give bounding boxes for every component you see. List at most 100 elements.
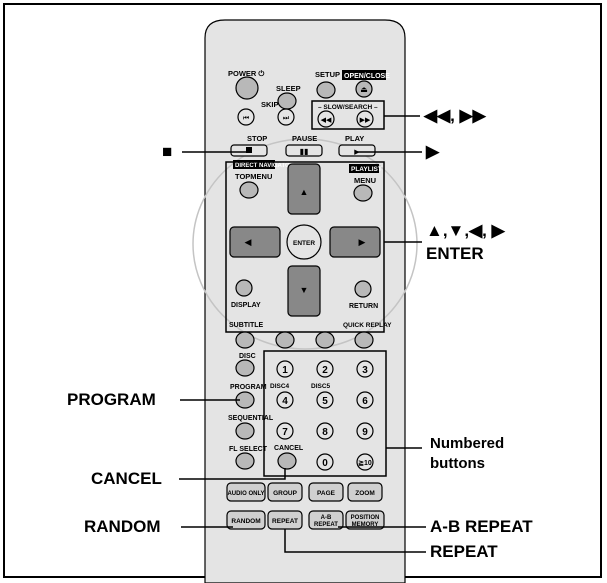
dpad-box — [225, 161, 385, 333]
search-forward-button[interactable] — [356, 110, 374, 128]
callout-arrows: ▲,▼,◀, ▶ — [426, 221, 505, 240]
power-label: POWER ⏻ — [228, 69, 265, 78]
setup-label: SETUP — [315, 70, 340, 79]
disc4-label: DISC4 — [270, 383, 290, 390]
callout-repeat: REPEAT — [430, 542, 498, 561]
down-arrow-icon: ▼ — [300, 285, 309, 295]
number-0-button[interactable] — [316, 453, 334, 471]
enter-button[interactable] — [286, 224, 322, 260]
ab-repeat-label-bottom: REPEAT — [314, 522, 338, 528]
page-label: PAGE — [317, 490, 336, 497]
audio-only-label: AUDIO ONLY — [227, 491, 264, 497]
open-close-button[interactable] — [355, 80, 373, 98]
group-label: GROUP — [273, 490, 298, 497]
right-arrow-icon: ▶ — [359, 237, 366, 247]
angle-button[interactable] — [315, 331, 335, 349]
sleep-label: SLEEP — [276, 84, 301, 93]
playlist-label: PLAYLIST — [351, 166, 382, 173]
display-label: DISPLAY — [231, 302, 261, 309]
topmenu-button[interactable] — [239, 181, 259, 199]
left-arrow-icon: ◀ — [245, 237, 252, 247]
disc-label: DISC — [239, 353, 256, 360]
program-label: PROGRAM — [230, 384, 267, 391]
audio-button[interactable] — [275, 331, 295, 349]
number-5-button[interactable] — [316, 391, 334, 409]
number-7-label: 7 — [282, 427, 288, 438]
fast-forward-icon: ▶▶ — [360, 117, 371, 124]
subtitle-button[interactable] — [235, 331, 255, 349]
playlist-label-bg — [349, 164, 379, 173]
sleep-button[interactable] — [277, 92, 297, 110]
position-memory-label-top: POSITION — [351, 515, 380, 521]
number-2-button[interactable] — [316, 360, 334, 378]
callout-skip-search: ◀◀, ▶▶ — [424, 106, 486, 125]
power-button[interactable] — [235, 76, 259, 100]
search-back-button[interactable] — [317, 110, 335, 128]
leader-lines — [179, 115, 426, 553]
skip-back-button[interactable] — [237, 108, 255, 126]
cancel-label: CANCEL — [274, 445, 304, 452]
up-arrow-icon: ▲ — [300, 187, 309, 197]
quick-replay-label: QUICK REPLAY — [343, 322, 392, 329]
number-6-button[interactable] — [356, 391, 374, 409]
open-close-label: OPEN/CLOSE — [344, 73, 390, 80]
menu-button[interactable] — [353, 184, 373, 202]
setup-button[interactable] — [316, 81, 336, 99]
right-button[interactable] — [329, 226, 381, 258]
cancel-button[interactable] — [277, 452, 297, 470]
group-button[interactable] — [267, 482, 303, 502]
left-button[interactable] — [229, 226, 281, 258]
callout-numbered: Numbered buttons — [430, 435, 505, 472]
enter-label: ENTER — [293, 240, 315, 247]
callout-ab-repeat: A-B REPEAT — [430, 517, 533, 536]
repeat-label: REPEAT — [272, 518, 298, 525]
number-3-button[interactable] — [356, 360, 374, 378]
callout-enter: ENTER — [426, 244, 484, 263]
up-button[interactable] — [287, 163, 321, 215]
callout-play: ▶ — [426, 142, 440, 161]
disc5-label: DISC5 — [311, 383, 331, 390]
leader-repeat — [284, 529, 426, 553]
number-1-button[interactable] — [276, 360, 294, 378]
slow-search-box — [311, 100, 385, 130]
disc-button[interactable] — [235, 359, 255, 377]
pause-label: PAUSE — [292, 134, 317, 143]
stop-label: STOP — [247, 134, 267, 143]
audio-only-button[interactable] — [226, 482, 266, 502]
quick-replay-button[interactable] — [354, 331, 374, 349]
callout-stop: ■ — [162, 142, 173, 161]
number-pad-box — [263, 350, 387, 477]
zoom-label: ZOOM — [355, 490, 375, 497]
direct-navigator-label: DIRECT NAVIGATOR — [235, 163, 295, 169]
number-4-label: 4 — [282, 396, 288, 407]
return-button[interactable] — [354, 280, 372, 298]
dpad-ring — [192, 138, 418, 350]
number-0-label: 0 — [322, 458, 328, 469]
skip-forward-icon: ⏭ — [283, 115, 290, 122]
subtitle-label: SUBTITLE — [229, 322, 264, 329]
random-button[interactable] — [226, 510, 266, 530]
sequential-button[interactable] — [235, 422, 255, 440]
pause-button[interactable] — [285, 144, 323, 157]
sequential-label: SEQUENTIAL — [228, 415, 274, 422]
slow-search-label: – SLOW/SEARCH – — [318, 104, 378, 111]
skip-label: SKIP — [261, 100, 279, 109]
page-button[interactable] — [308, 482, 344, 502]
play-label: PLAY — [345, 134, 364, 143]
number-10-button[interactable] — [356, 453, 374, 471]
ab-repeat-button[interactable] — [308, 510, 344, 530]
number-2-label: 2 — [322, 365, 328, 376]
zoom-button[interactable] — [347, 482, 383, 502]
number-9-button[interactable] — [356, 422, 374, 440]
number-7-button[interactable] — [276, 422, 294, 440]
fl-select-button[interactable] — [235, 452, 255, 470]
position-memory-button[interactable] — [345, 510, 385, 530]
down-button[interactable] — [287, 265, 321, 317]
play-button[interactable] — [338, 144, 376, 157]
display-button[interactable] — [235, 279, 253, 297]
number-8-button[interactable] — [316, 422, 334, 440]
direct-navigator-label-bg — [233, 160, 275, 169]
skip-forward-button[interactable] — [277, 108, 295, 126]
number-4-button[interactable] — [276, 391, 294, 409]
number-9-label: 9 — [362, 427, 368, 438]
